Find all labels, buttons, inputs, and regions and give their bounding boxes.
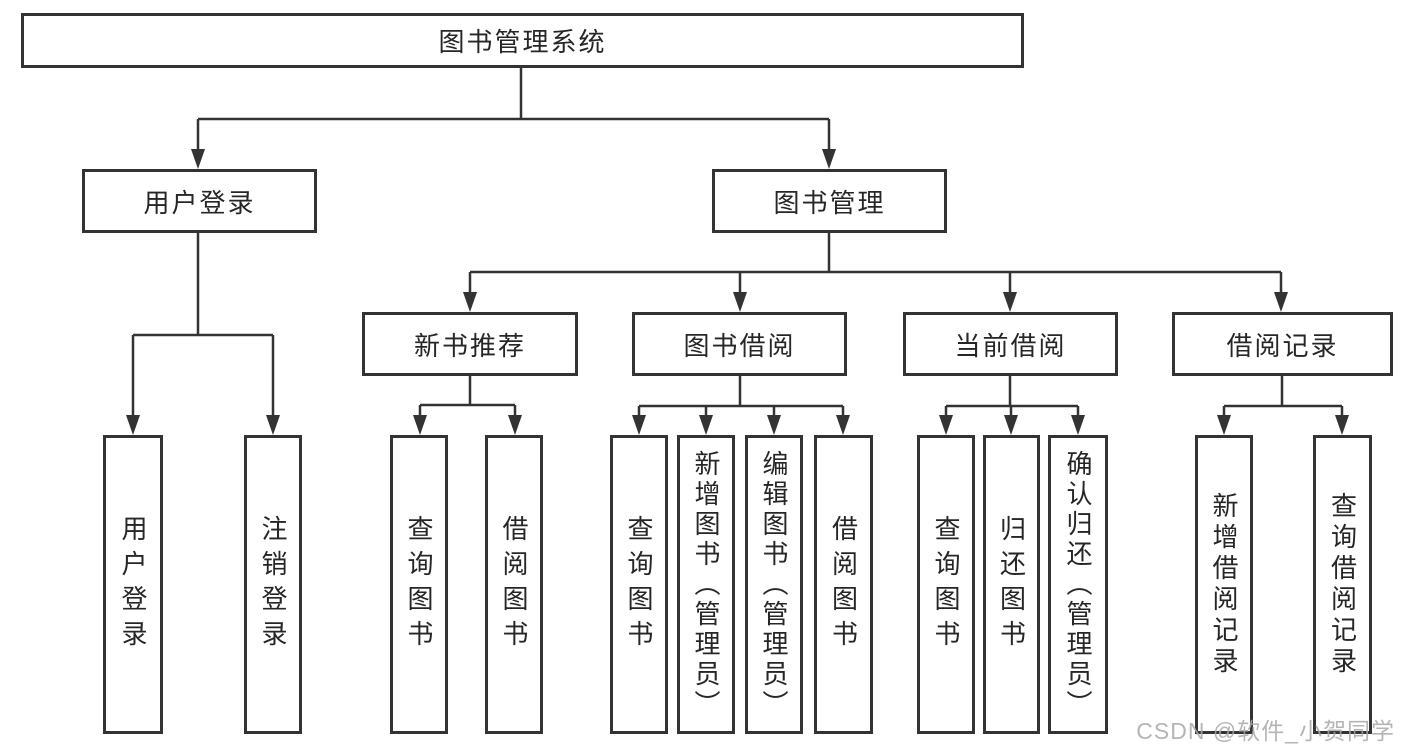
node-root-library-management-system: 图书管理系统 <box>21 13 1024 68</box>
leaf-add-books-admin: 新增图书（管理员） <box>677 435 735 734</box>
arrowheads <box>126 149 1349 435</box>
leaf-confirm-return-admin: 确认归还（管理员） <box>1048 435 1108 734</box>
node-book-borrowing: 图书借阅 <box>632 312 847 376</box>
leaf-query-books-current: 查询图书 <box>917 435 975 734</box>
csdn-watermark: CSDN @软件_小贺同学 <box>1136 718 1395 744</box>
node-new-book-recommend: 新书推荐 <box>362 312 578 376</box>
node-borrowing-records: 借阅记录 <box>1172 312 1393 376</box>
leaf-edit-books-admin: 编辑图书（管理员） <box>745 435 803 734</box>
leaf-user-login: 用户登录 <box>103 435 163 734</box>
leaf-return-books: 归还图书 <box>983 435 1040 734</box>
node-user-login: 用户登录 <box>82 169 317 233</box>
leaf-query-borrow-record: 查询借阅记录 <box>1313 435 1372 734</box>
leaf-query-books-borrow: 查询图书 <box>610 435 668 734</box>
leaf-query-books-recommend: 查询图书 <box>390 435 448 734</box>
node-current-borrowing: 当前借阅 <box>903 312 1118 376</box>
leaf-borrow-books: 借阅图书 <box>814 435 873 734</box>
node-book-management: 图书管理 <box>712 169 947 233</box>
leaf-logout: 注销登录 <box>244 435 302 734</box>
leaf-borrow-books-recommend: 借阅图书 <box>485 435 543 734</box>
leaf-add-borrow-record: 新增借阅记录 <box>1195 435 1253 734</box>
